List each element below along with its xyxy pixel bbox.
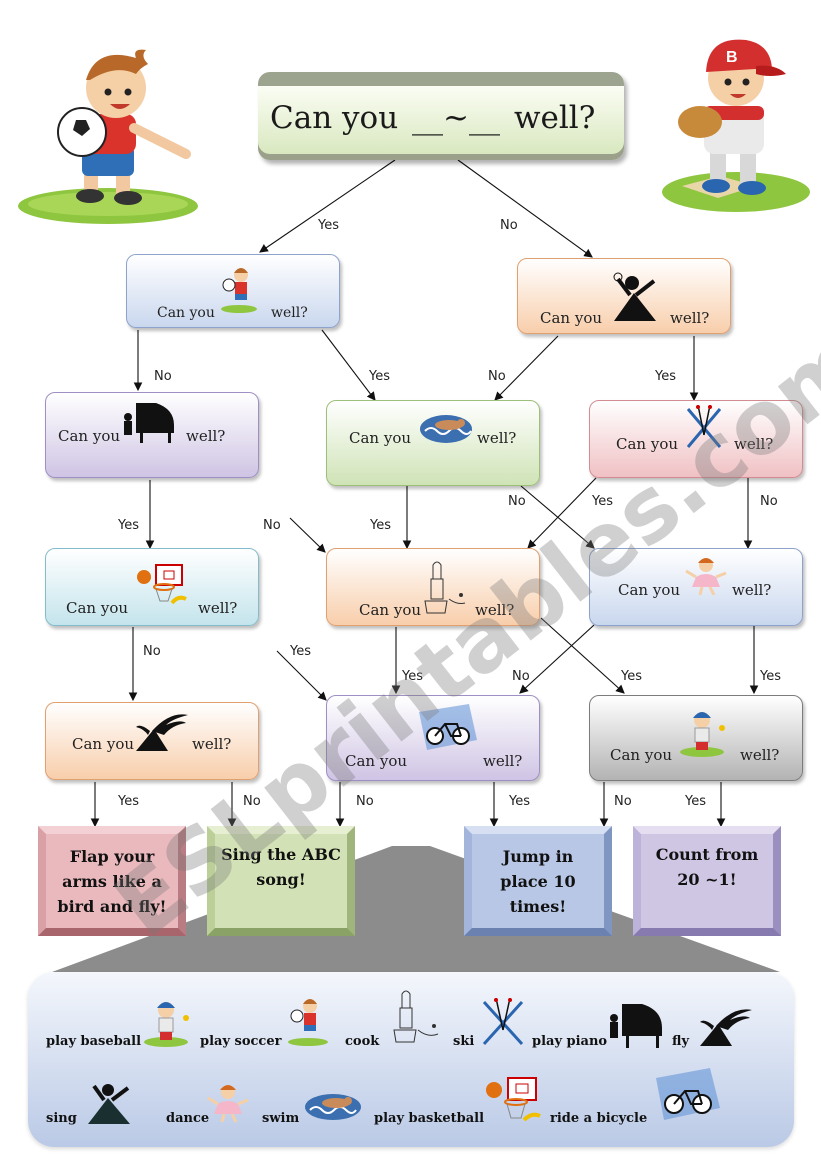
vocab-play-soccer: play soccer [200,1034,281,1049]
swimmer-icon [419,413,473,445]
vocab-dance: dance [166,1111,209,1126]
vocab-play-basketball: play basketball [374,1111,484,1126]
soccer-boy-illustration [16,36,200,226]
vocab-fly: fly [672,1034,689,1049]
dancer-icon [684,555,728,595]
result-box-count: Count from 20 ~1! [633,826,781,936]
question-suffix: well? [740,746,779,764]
no-label: No [614,794,632,809]
no-label: No [143,644,161,659]
question-suffix: well? [477,429,516,447]
dancer-icon [206,1082,250,1124]
question-prefix: Can you [540,309,602,327]
question-prefix: Can you [349,429,411,447]
no-label: No [154,369,172,384]
question-box-soccer: Can you well? [126,254,340,328]
yes-label: Yes [118,794,139,809]
question-prefix: Can you [359,601,421,619]
no-label: No [760,494,778,509]
bicycle-icon [656,1066,720,1122]
question-suffix: well? [483,752,522,770]
no-label: No [508,494,526,509]
basketball-icon [134,563,190,609]
piano-icon [122,401,178,443]
soccer-player-icon [219,265,259,315]
vocab-play-piano: play piano [532,1034,607,1049]
swimmer-icon [304,1092,362,1122]
no-label: No [488,369,506,384]
flying-bird-icon [132,711,188,753]
question-box-sing: Can you well? [517,258,731,334]
question-suffix: well? [192,735,231,753]
singer-icon [610,271,660,323]
yes-label: Yes [318,218,339,233]
question-suffix: well? [732,581,771,599]
question-prefix: Can you [58,427,120,445]
question-box-basketball: Can you well? [45,548,259,626]
soccer-player-icon [286,996,330,1048]
yes-label: Yes [509,794,530,809]
question-box-piano: Can you well? [45,392,259,478]
question-suffix: well? [198,599,237,617]
result-text: Jump in place 10 times! [492,844,584,919]
question-prefix: Can you [66,599,128,617]
title-blank: __~__ [412,100,500,136]
result-text: Count from 20 ~1! [643,842,771,892]
title-part1: Can you [270,100,398,136]
baseball-boy-illustration: B [660,26,812,216]
svg-text:B: B [726,49,738,66]
result-box-jump: Jump in place 10 times! [464,826,612,936]
question-box-baseball: Can you well? [589,695,803,781]
question-prefix: Can you [610,746,672,764]
question-prefix: Can you [157,305,215,321]
vocab-ride-a-bicycle: ride a bicycle [550,1111,647,1126]
vocab-play-baseball: play baseball [46,1034,141,1049]
basketball-icon [484,1076,544,1126]
ski-icon [480,998,526,1048]
vocab-swim: swim [262,1111,299,1126]
yes-label: Yes [290,644,311,659]
question-box-swim: Can you well? [326,400,540,486]
question-prefix: Can you [72,735,134,753]
singer-icon [86,1080,132,1126]
yes-label: Yes [655,369,676,384]
yes-label: Yes [118,518,139,533]
question-suffix: well? [271,305,308,321]
vocab-cook: cook [345,1034,379,1049]
flying-bird-icon [696,1008,754,1048]
vocab-ski: ski [453,1034,474,1049]
question-suffix: well? [186,427,225,445]
piano-icon [608,1002,666,1048]
yes-label: Yes [370,518,391,533]
yes-label: Yes [685,794,706,809]
baseball-player-icon [678,708,730,758]
title-box: Can you __~__ well? [258,72,624,160]
vocab-sing: sing [46,1111,77,1126]
yes-label: Yes [621,669,642,684]
yes-label: Yes [369,369,390,384]
cook-icon [388,990,442,1048]
title-part2: well? [514,100,595,136]
question-box-fly: Can you well? [45,702,259,780]
baseball-player-icon [142,998,194,1048]
question-suffix: well? [670,309,709,327]
no-label: No [500,218,518,233]
no-label: No [263,518,281,533]
yes-label: Yes [760,669,781,684]
